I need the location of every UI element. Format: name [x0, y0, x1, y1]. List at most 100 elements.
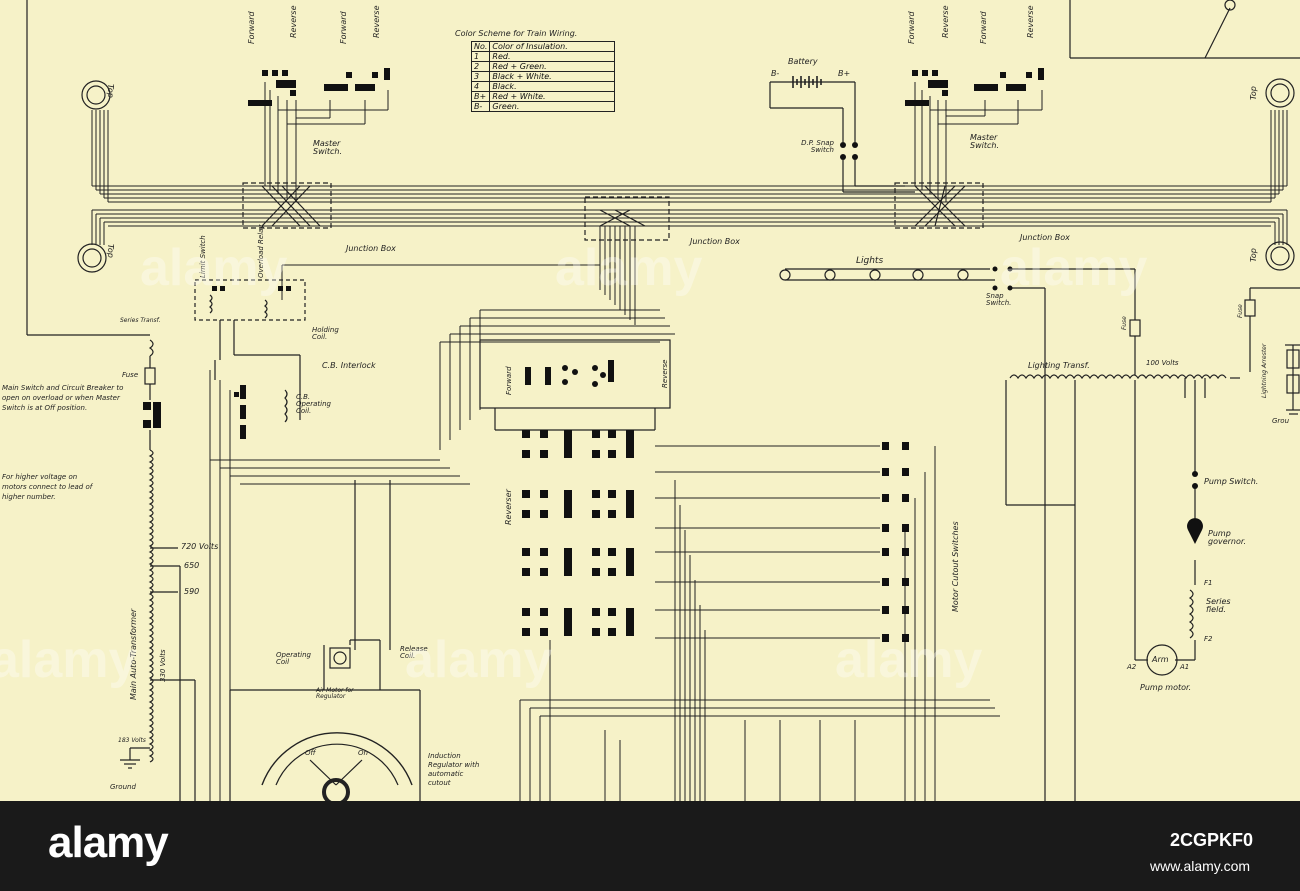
watermark-text: alamy: [140, 239, 288, 297]
label-cb-operating-coil: C.B. Operating Coil.: [296, 393, 331, 415]
label-reverse-left-2: Reverse: [372, 5, 381, 38]
label-a2: A2: [1127, 663, 1137, 671]
footer-bar: [0, 801, 1300, 891]
table-header-cell: No.: [470, 41, 491, 52]
label-pump-motor: Pump motor.: [1140, 683, 1192, 692]
label-f2: F2: [1204, 635, 1213, 643]
label-lightning-arrester: Lightning Arrester: [1261, 343, 1268, 398]
label-off: Off: [305, 749, 316, 757]
label-reverse-mid: Reverse: [661, 359, 669, 388]
label-arm: Arm: [1152, 655, 1169, 664]
table-cell: Red.: [489, 51, 616, 62]
label-junction-box-mid: Junction Box: [690, 237, 740, 246]
label-lighting-transf: Lighting Transf.: [1028, 361, 1090, 370]
label-330-volts: 330 Volts: [159, 649, 167, 682]
label-release-coil: Release Coil.: [400, 645, 428, 660]
label-on: On: [358, 749, 368, 757]
watermark-text: alamy: [1000, 239, 1148, 297]
label-forward-right: Forward: [907, 11, 916, 44]
wiring-diagram-drawing: [26, 0, 1300, 801]
label-pump-governor: Pump governor.: [1208, 529, 1246, 546]
table-cell: Green.: [489, 101, 616, 112]
label-operating-coil: Operating Coil: [276, 651, 311, 666]
wiring-diagram: Color Scheme for Train Wiring. No. Color…: [0, 0, 1300, 801]
label-reverse-right: Reverse: [941, 5, 950, 38]
coupler-socket-top-left: [81, 80, 111, 110]
table-header-cell: Color of Insulation.: [489, 41, 616, 52]
label-forward-left: Forward: [247, 11, 256, 44]
label-fuse-right-2: Fuse: [1237, 304, 1244, 318]
table-row: B+ Red + White.: [470, 91, 616, 102]
label-top-left-lower: Top: [106, 244, 115, 258]
label-master-switch-right: Master Switch.: [970, 133, 999, 150]
label-motor-cutout-switches: Motor Cutout Switches: [951, 521, 960, 612]
label-battery: Battery: [788, 57, 818, 66]
table-cell: 2: [470, 61, 491, 72]
table-row: 1 Red.: [470, 51, 616, 62]
label-series-field: Series field.: [1206, 597, 1231, 614]
brand-logo[interactable]: alamy: [48, 818, 169, 867]
label-fuse-right: Fuse: [1121, 316, 1128, 330]
label-reverse-left: Reverse: [289, 5, 298, 38]
label-forward-left-2: Forward: [339, 11, 348, 44]
table-cell: 3: [470, 71, 491, 82]
label-forward-mid: Forward: [505, 366, 513, 395]
table-row: 2 Red + Green.: [470, 61, 616, 72]
label-top-right-upper: Top: [1249, 86, 1258, 100]
label-650: 650: [184, 561, 200, 570]
table-cell: Black + White.: [489, 71, 616, 82]
label-snap-switch: Snap Switch.: [986, 292, 1012, 307]
site-url[interactable]: www.alamy.com: [1150, 858, 1251, 874]
label-ground-left: Ground: [110, 783, 136, 791]
table-cell: B+: [470, 91, 491, 102]
label-master-switch-left: Master Switch.: [313, 139, 342, 156]
label-main-switch-note: Main Switch and Circuit Breaker to open …: [2, 384, 124, 412]
label-higher-voltage-note: For higher voltage on motors connect to …: [2, 473, 93, 501]
label-b-plus: B+: [838, 69, 851, 78]
table-row: 4 Black.: [470, 81, 616, 92]
table-cell: B-: [470, 101, 491, 112]
color-scheme-title: Color Scheme for Train Wiring.: [455, 29, 578, 38]
watermark-text: alamy: [405, 631, 553, 689]
label-junction-box-left: Junction Box: [346, 244, 396, 253]
watermark-text: alamy: [835, 631, 983, 689]
table-cell: 1: [470, 51, 491, 62]
coupler-socket-top-right: [1265, 78, 1295, 108]
label-f1: F1: [1204, 579, 1213, 587]
table-cell: Red + White.: [489, 91, 616, 102]
label-lights: Lights: [856, 256, 884, 266]
label-b-minus: B-: [771, 69, 780, 78]
label-a1: A1: [1180, 663, 1190, 671]
watermark-text: alamy: [555, 239, 703, 297]
label-ground-right: Grou: [1272, 417, 1290, 425]
image-code: 2CGPKF0: [1170, 830, 1254, 850]
label-183-volts: 183 Volts: [118, 737, 146, 744]
label-induction-regulator: Induction Regulator with automatic cutou…: [428, 752, 480, 787]
label-air-motor: Air Motor for Regulator: [316, 687, 354, 700]
label-series-transf: Series Transf.: [120, 317, 161, 324]
watermark-text: alamy: [0, 631, 138, 689]
label-reverse-right-2: Reverse: [1026, 5, 1035, 38]
table-row: B- Green.: [470, 101, 616, 112]
label-720-volts: 720 Volts: [181, 542, 219, 551]
table-row: No. Color of Insulation.: [470, 41, 616, 52]
table-row: 3 Black + White.: [470, 71, 616, 82]
label-top-right-lower: Top: [1249, 248, 1258, 262]
color-scheme-table: No. Color of Insulation. 1 Red. 2 Red + …: [470, 41, 616, 112]
coupler-socket-bottom-right: [1265, 241, 1295, 271]
label-fuse-left: Fuse: [122, 371, 139, 379]
label-pump-switch: Pump Switch.: [1204, 477, 1259, 486]
label-590: 590: [184, 587, 200, 596]
label-dp-snap-switch: D.P. Snap Switch: [801, 139, 834, 154]
label-forward-right-2: Forward: [979, 11, 988, 44]
label-junction-box-right: Junction Box: [1020, 233, 1070, 242]
label-cb-interlock: C.B. Interlock: [322, 361, 376, 370]
label-100-volts: 100 Volts: [1146, 359, 1179, 367]
coupler-socket-bottom-left: [77, 243, 107, 273]
table-cell: Red + Green.: [489, 61, 616, 72]
label-holding-coil: Holding Coil.: [312, 326, 339, 341]
table-cell: 4: [470, 81, 491, 92]
table-cell: Black.: [489, 81, 616, 92]
label-top-left-upper: Top: [106, 84, 115, 98]
